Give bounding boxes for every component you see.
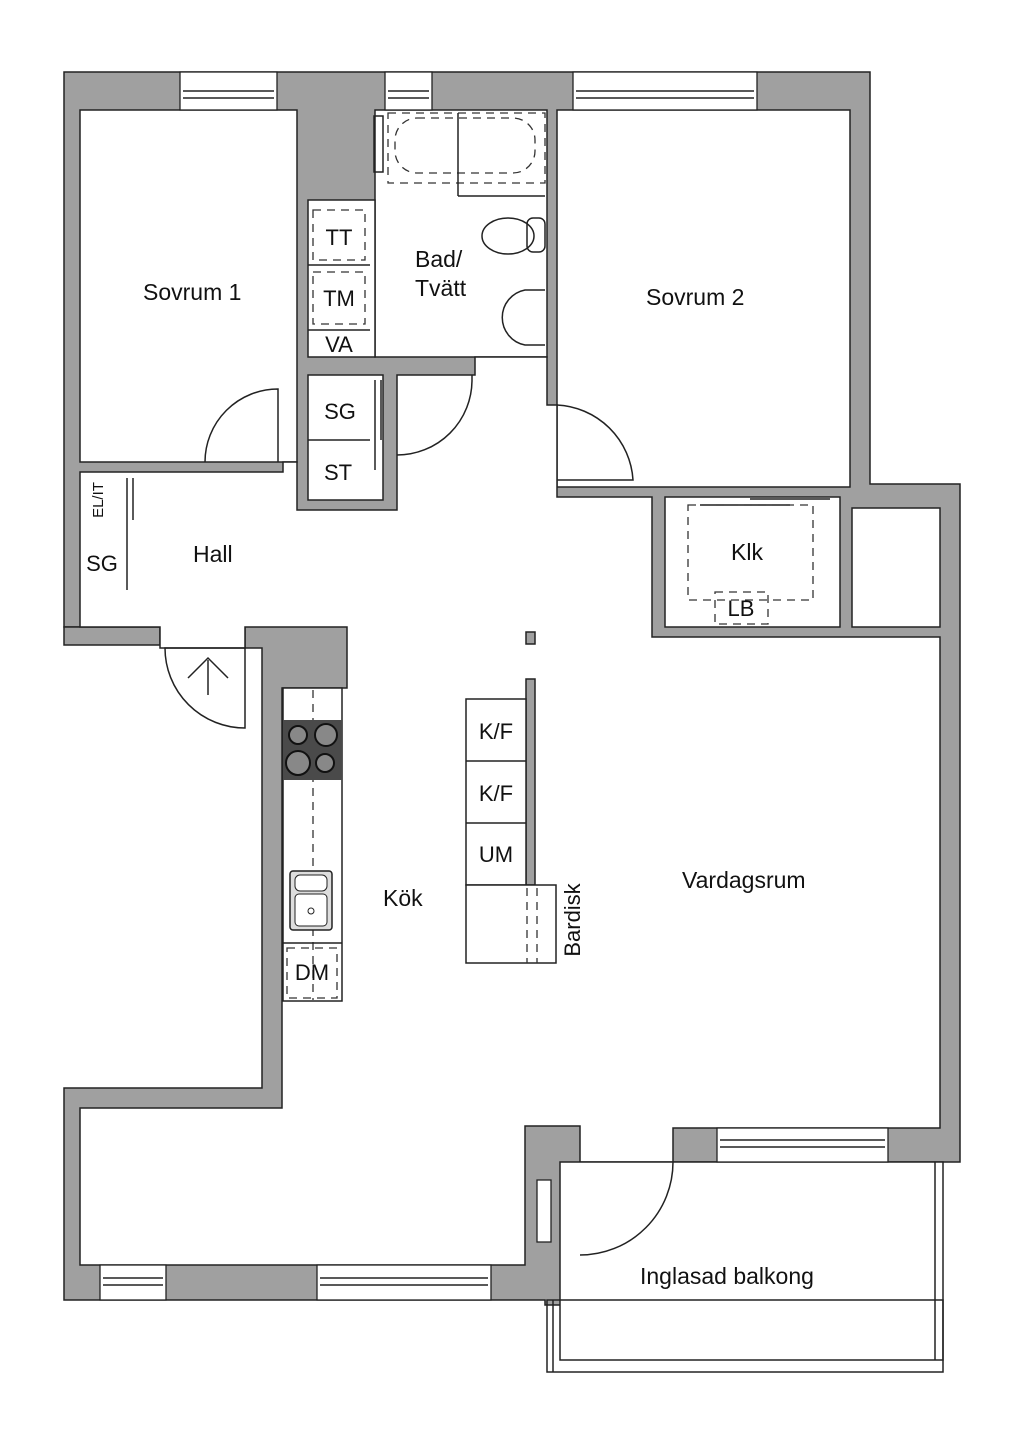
label-el-it: EL/IT [90,482,107,518]
label-klk: Klk [731,539,763,565]
sink-icon [501,289,545,346]
hall-exterior-wall [63,626,161,646]
closet-floor [307,374,384,501]
windows [99,71,889,1301]
label-sg-hall: SG [86,551,118,576]
doors [126,375,830,1256]
bathtub-icon [373,112,546,197]
kitchen-sink-icon [289,870,333,931]
balcony-glazing [546,1299,944,1373]
label-va: VA [325,332,353,357]
label-sovrum2: Sovrum 2 [646,284,744,310]
label-um: UM [479,842,513,867]
island-divider [525,678,536,886]
label-tt: TT [326,225,353,250]
label-dm: DM [295,960,329,985]
column-marker [525,631,536,645]
laundry-units [308,209,370,441]
label-bad: Bad/ [415,246,463,272]
small-storage [851,507,941,628]
label-lb: LB [728,596,755,621]
toilet-icon [481,217,546,255]
label-kf2: K/F [479,781,513,806]
label-sg-closet: SG [324,399,356,424]
sovrum1-floor [79,109,298,463]
bathroom-floor [374,109,548,358]
balcony-floor [559,1161,944,1361]
label-bardisk: Bardisk [560,882,585,956]
label-kf1: K/F [479,719,513,744]
label-sovrum1: Sovrum 1 [143,279,241,305]
stove-icon [283,720,342,780]
label-tvatt: Tvätt [415,275,467,301]
label-st: ST [324,460,352,485]
label-hall: Hall [193,541,233,567]
label-balkong: Inglasad balkong [640,1263,814,1289]
entrance-arrow-icon [187,656,229,695]
bar-counter [465,884,557,964]
label-vardagsrum: Vardagsrum [682,867,806,893]
label-kok: Kök [383,885,423,911]
label-tm: TM [323,286,355,311]
klk-floor [664,496,841,628]
laundry-niche [307,199,376,358]
